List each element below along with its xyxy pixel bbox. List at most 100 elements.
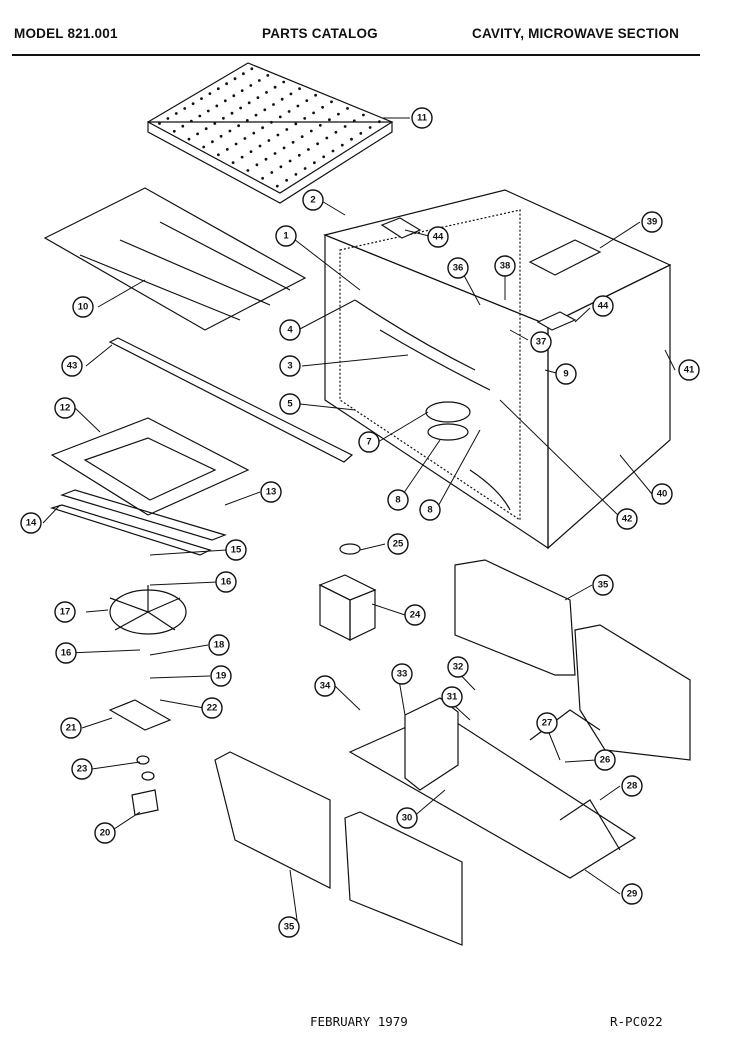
callout-number: 16: [221, 577, 232, 588]
callout-42: 42: [616, 508, 638, 530]
callout-36: 36: [447, 257, 469, 279]
callout-number: 23: [77, 764, 88, 775]
callout-number: 41: [684, 365, 695, 376]
callout-41: 41: [678, 359, 700, 381]
callout-number: 20: [100, 828, 111, 839]
callout-number: 30: [402, 813, 413, 824]
callout-number: 12: [60, 403, 71, 414]
callout-20: 20: [94, 822, 116, 844]
callout-number: 39: [647, 217, 658, 228]
callout-number: 3: [287, 361, 292, 372]
callout-22: 22: [201, 697, 223, 719]
callout-19: 19: [210, 665, 232, 687]
callout-number: 10: [78, 302, 89, 313]
callout-number: 33: [397, 669, 408, 680]
callout-3: 3: [279, 355, 301, 377]
callout-28: 28: [621, 775, 643, 797]
callout-number: 15: [231, 545, 242, 556]
model-number: MODEL 821.001: [14, 26, 118, 41]
publication-date: FEBRUARY 1979: [310, 1014, 408, 1029]
callout-7: 7: [358, 431, 380, 453]
callout-8: 8: [419, 499, 441, 521]
callout-1: 1: [275, 225, 297, 247]
callout-number: 7: [366, 437, 371, 448]
callout-2: 2: [302, 189, 324, 211]
callout-21: 21: [60, 717, 82, 739]
callout-number: 24: [410, 610, 421, 621]
relay-box: [380, 217, 602, 331]
callout-number: 19: [216, 671, 227, 682]
transformer: [318, 574, 377, 641]
top-shield-panel: [43, 187, 307, 331]
callout-13: 13: [260, 481, 282, 503]
callout-5: 5: [279, 393, 301, 415]
callout-number: 42: [622, 514, 633, 525]
base-plate: [348, 697, 637, 879]
callout-number: 34: [320, 681, 331, 692]
catalog-code: R-PC022: [610, 1014, 663, 1029]
callout-44: 44: [427, 226, 449, 248]
callout-number: 43: [67, 361, 78, 372]
callout-number: 26: [600, 755, 611, 766]
callout-number: 44: [598, 301, 609, 312]
bottom-panels: [214, 751, 463, 946]
callout-number: 14: [26, 518, 37, 529]
shield-strip: [108, 337, 354, 463]
callout-4: 4: [279, 319, 301, 341]
callout-27: 27: [536, 712, 558, 734]
callout-11: 11: [411, 107, 433, 129]
callout-number: 16: [61, 648, 72, 659]
callout-23: 23: [71, 758, 93, 780]
motor-bracket: [108, 699, 172, 816]
oven-cavity: [323, 189, 672, 550]
callout-number: 29: [627, 889, 638, 900]
callout-number: 21: [66, 723, 77, 734]
callout-number: 1: [283, 231, 289, 242]
callout-number: 17: [60, 607, 71, 618]
callout-number: 31: [447, 692, 458, 703]
callout-number: 9: [563, 369, 568, 380]
callout-number: 28: [627, 781, 638, 792]
header-rule: [12, 54, 700, 56]
callout-number: 11: [417, 113, 428, 124]
section-title: CAVITY, MICROWAVE SECTION: [472, 26, 680, 41]
callout-number: 25: [393, 539, 404, 550]
perforated-tray: [146, 62, 394, 204]
callout-number: 8: [395, 495, 400, 506]
callout-40: 40: [651, 483, 673, 505]
callout-14: 14: [20, 512, 42, 534]
callout-37: 37: [530, 331, 552, 353]
callout-number: 44: [433, 232, 444, 243]
callout-number: 18: [214, 640, 225, 651]
callout-number: 32: [453, 662, 464, 673]
callout-number: 2: [310, 195, 315, 206]
callout-25: 25: [387, 533, 409, 555]
callout-38: 38: [494, 255, 516, 277]
callout-32: 32: [447, 656, 469, 678]
callout-number: 40: [657, 489, 668, 500]
callout-number: 4: [287, 325, 293, 336]
callout-16: 16: [55, 642, 77, 664]
callout-16: 16: [215, 571, 237, 593]
callout-number: 13: [266, 487, 277, 498]
leader-lines: [42, 117, 676, 928]
callout-number: 35: [598, 580, 609, 591]
callout-17: 17: [54, 601, 76, 623]
callout-10: 10: [72, 296, 94, 318]
callout-15: 15: [225, 539, 247, 561]
callout-number: 35: [284, 922, 295, 933]
callout-number: 8: [427, 505, 432, 516]
callout-35: 35: [278, 916, 300, 938]
door-frame-assembly: [49, 417, 250, 556]
callout-12: 12: [54, 397, 76, 419]
callout-number: 38: [500, 261, 511, 272]
callout-34: 34: [314, 675, 336, 697]
callout-24: 24: [404, 604, 426, 626]
callout-35: 35: [592, 574, 614, 596]
callout-39: 39: [641, 211, 663, 233]
side-panel-upper: [454, 559, 691, 761]
callout-44: 44: [592, 295, 614, 317]
callout-number: 22: [207, 703, 218, 714]
